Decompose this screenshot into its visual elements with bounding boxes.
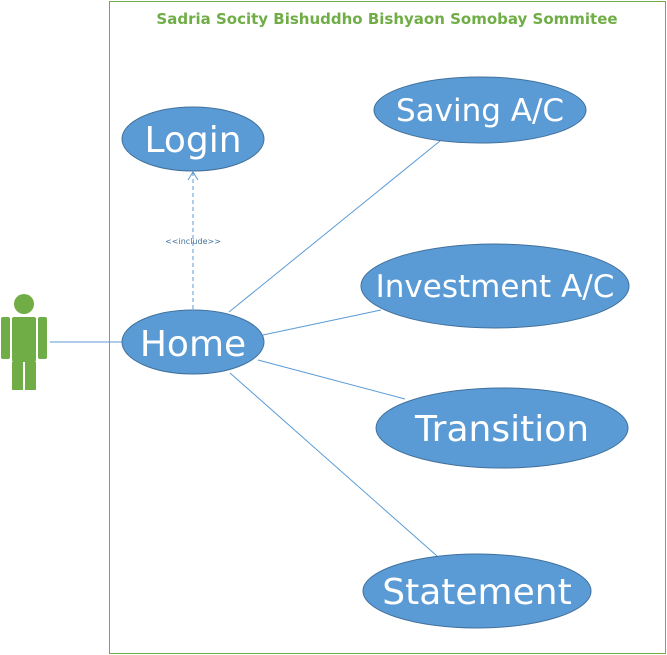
home-investment-association [262,309,382,336]
actor-icon[interactable] [1,294,47,390]
actor-body [12,317,36,362]
include-label: <<include>> [165,237,221,246]
system-title: Sadria Socity Bishuddho Bishyaon Somobay… [156,10,617,28]
home-statement-association [229,372,438,557]
use-case-transition-label: Transition [414,409,589,450]
actor-left-arm [1,317,10,359]
use-case-login[interactable]: Login [121,106,265,172]
use-case-investment-label: Investment A/C [376,269,615,305]
home-transition-association [257,359,406,400]
system-boundary [109,1,666,654]
actor-right-arm [38,317,47,359]
actor-left-leg [12,362,23,390]
actor-right-leg [25,362,36,390]
use-case-login-label: Login [144,120,241,161]
use-case-statement[interactable]: Statement [362,553,592,629]
use-case-saving-label: Saving A/C [396,93,564,129]
use-case-home-label: Home [140,324,246,365]
include-dependency: <<include>> [165,171,221,309]
home-saving-association [228,140,441,313]
use-case-investment[interactable]: Investment A/C [360,243,630,329]
use-case-transition[interactable]: Transition [375,387,629,469]
use-case-home[interactable]: Home [121,309,265,375]
use-case-saving[interactable]: Saving A/C [373,76,587,144]
actor-head [14,294,34,314]
include-arrowhead [187,171,199,181]
connectors [50,140,441,557]
use-case-statement-label: Statement [382,572,571,613]
